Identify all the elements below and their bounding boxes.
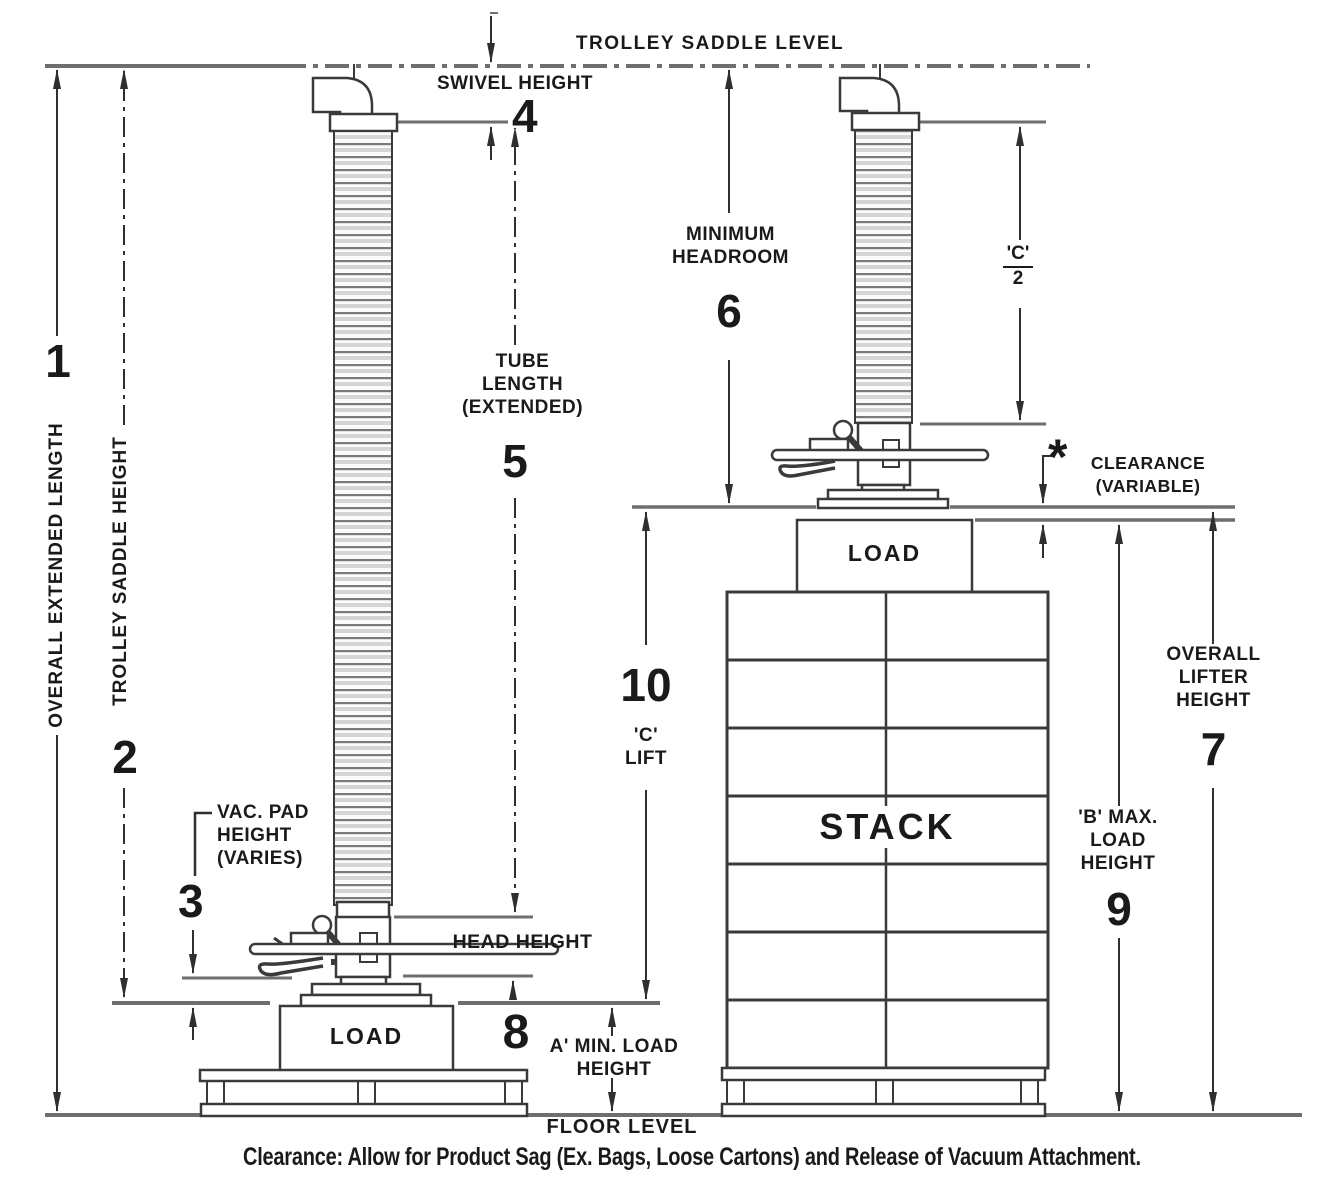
dimension-lines xyxy=(53,16,1217,1112)
a-min-load-height-label: A' MIN. LOAD HEIGHT xyxy=(549,1036,679,1080)
right-lifter-drawing xyxy=(720,64,1050,1118)
callout-4: 4 xyxy=(512,90,538,142)
trolley-saddle-level-label: TROLLEY SADDLE LEVEL xyxy=(575,33,845,54)
vac-pad-height-label: VAC. PAD HEIGHT (VARIES) xyxy=(217,802,309,869)
callout-5: 5 xyxy=(502,435,528,487)
callout-8: 8 xyxy=(502,1006,530,1059)
load-label-left: LOAD xyxy=(290,1023,443,1050)
callout-2: 2 xyxy=(112,731,138,783)
stack-label: STACK xyxy=(790,806,985,848)
reference-lines xyxy=(45,12,1302,1117)
overall-lifter-height-label: OVERALL LIFTER HEIGHT xyxy=(1166,644,1261,711)
head-height-label: HEAD HEIGHT xyxy=(452,931,593,953)
left-lifter-drawing xyxy=(198,64,560,1118)
callout-7: 7 xyxy=(1200,723,1227,775)
clearance-asterisk: * xyxy=(1048,429,1068,485)
callout-6: 6 xyxy=(716,285,742,337)
floor-level-label: FLOOR LEVEL xyxy=(546,1116,698,1138)
b-max-load-height-label: 'B' MAX. LOAD HEIGHT xyxy=(1078,807,1158,874)
c-over-2-numerator: 'C' xyxy=(1002,243,1034,268)
overall-extended-length-label: OVERALL EXTENDED LENGTH xyxy=(46,422,67,728)
swivel-height-label: SWIVEL HEIGHT xyxy=(436,73,594,94)
callout-9: 9 xyxy=(1106,883,1132,935)
callout-3: 3 xyxy=(178,875,204,927)
c-over-2-dimension: 'C' 2 xyxy=(998,243,1038,290)
minimum-headroom-label: MINIMUM HEADROOM xyxy=(672,224,789,268)
callout-10: 10 xyxy=(620,659,672,711)
tube-length-label: TUBE LENGTH (EXTENDED) xyxy=(461,351,584,418)
clearance-variable-label: CLEARANCE (VARIABLE) xyxy=(1090,453,1206,496)
callout-1: 1 xyxy=(45,335,71,387)
c-lift-label: 'C' LIFT xyxy=(624,725,668,769)
trolley-saddle-height-label: TROLLEY SADDLE HEIGHT xyxy=(110,436,131,706)
load-label-right: LOAD xyxy=(807,540,962,567)
clearance-footnote: Clearance: Allow for Product Sag (Ex. Ba… xyxy=(243,1143,1141,1171)
c-over-2-denominator: 2 xyxy=(1012,268,1024,289)
